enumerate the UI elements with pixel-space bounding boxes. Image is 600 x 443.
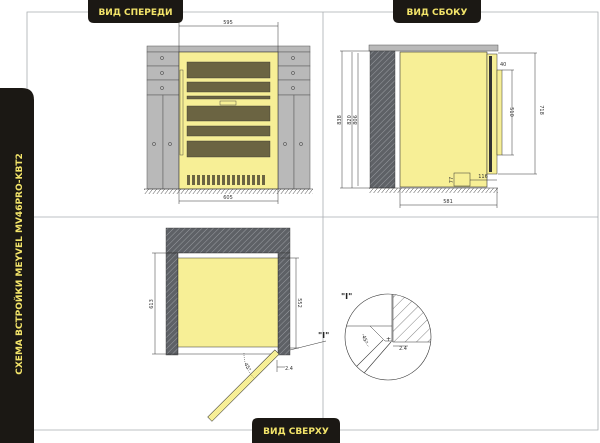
svg-text:ВИД СПЕРЕДИ: ВИД СПЕРЕДИ	[98, 8, 172, 18]
door-handle	[179, 69, 184, 156]
wine-cooler-front	[178, 51, 279, 190]
detail-label: "I"	[341, 292, 352, 301]
dim-side-806: 806	[353, 115, 359, 125]
vent-grille	[187, 175, 265, 185]
dim-side-581: 581	[443, 199, 453, 205]
top-view: 613 552 45° 2.4 "I"	[149, 227, 329, 422]
svg-text:+: +	[386, 336, 391, 343]
dim-side-40: 40	[500, 62, 506, 68]
callout-label: "I"	[318, 331, 329, 340]
wall-section	[369, 50, 396, 189]
detail-gap: 2.4	[399, 346, 407, 352]
tab-front-view: ВИД СПЕРЕДИ	[88, 0, 183, 23]
dim-top-gap: 2.4	[285, 366, 293, 372]
right-cabinet	[277, 51, 311, 190]
dim-side-838: 838	[337, 115, 343, 125]
detail-view: + 45° 2.4 "I"	[341, 292, 432, 381]
side-view: 838 820 806 718 510 40 116 77 581	[337, 44, 544, 208]
dim-side-77: 77	[449, 177, 455, 183]
dim-front-top: 595	[223, 20, 233, 26]
foot	[453, 172, 471, 187]
dim-front-bottom: 605	[223, 195, 233, 201]
grid-frame	[26, 11, 599, 431]
wine-cooler-side	[399, 51, 488, 188]
title-band: СХЕМА ВСТРОЙКИ MEYVEL MV46PRO-KBT2	[0, 88, 34, 443]
diagram-title: СХЕМА ВСТРОЙКИ MEYVEL MV46PRO-KBT2	[13, 153, 25, 375]
open-door	[207, 349, 280, 422]
svg-text:ВИД СБОКУ: ВИД СБОКУ	[407, 8, 468, 18]
dim-side-718: 718	[538, 105, 544, 115]
dim-top-angle: 45°	[242, 362, 252, 373]
detail-angle: 45°	[360, 335, 369, 346]
dim-side-510: 510	[508, 107, 514, 117]
tab-top-view: ВИД СВЕРХУ	[252, 418, 340, 443]
dim-side-116: 116	[478, 174, 488, 180]
dim-top-613: 613	[149, 299, 155, 309]
tab-side-view: ВИД СБОКУ	[393, 0, 481, 23]
wine-cooler-top	[177, 257, 279, 348]
front-view: 595 605	[144, 20, 313, 204]
svg-text:ВИД СВЕРХУ: ВИД СВЕРХУ	[263, 427, 329, 437]
handle-side	[496, 69, 503, 156]
dim-side-820: 820	[347, 115, 353, 125]
left-cabinet	[146, 51, 180, 190]
dim-top-552: 552	[296, 298, 302, 308]
display-panel	[219, 100, 237, 106]
